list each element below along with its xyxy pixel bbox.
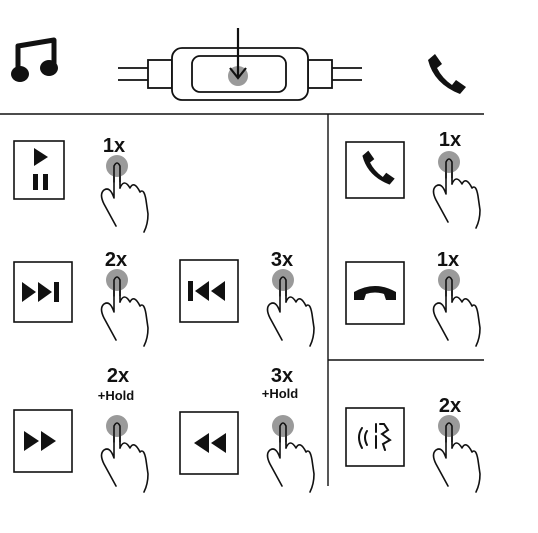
finger-tap-icon: [100, 414, 149, 493]
fast-forward-press-count: 2x: [107, 365, 129, 387]
headset-remote-icon: [118, 28, 362, 101]
finger-tap-icon: [432, 150, 481, 229]
finger-tap-icon: [100, 268, 149, 347]
next-track-press-count: 2x: [105, 249, 127, 271]
voice-assistant-icon: [358, 423, 392, 451]
finger-tap-icon: [266, 268, 315, 347]
fast-forward-hold-label: +Hold: [98, 388, 135, 403]
previous-track-control: 3x: [179, 249, 315, 347]
voice-assistant-control: 2x: [345, 395, 481, 493]
finger-tap-icon: [266, 414, 315, 493]
rewind-hold-label: +Hold: [262, 386, 299, 401]
phone-handset-icon: [428, 54, 466, 94]
play-pause-press-count: 1x: [103, 135, 125, 157]
previous-track-press-count: 3x: [271, 249, 293, 271]
next-track-icon: [22, 282, 59, 302]
fast-forward-icon: [24, 431, 56, 451]
rewind-icon: [194, 433, 226, 453]
fast-forward-control: 2x +Hold: [13, 365, 149, 493]
end-call-icon: [354, 286, 396, 300]
play-pause-control: 1x: [13, 135, 149, 233]
finger-tap-icon: [432, 414, 481, 493]
rewind-press-count: 3x: [271, 365, 293, 387]
previous-track-icon: [188, 281, 225, 301]
end-call-control: 1x: [345, 249, 481, 347]
end-call-press-count: 1x: [437, 249, 459, 271]
finger-tap-icon: [432, 268, 481, 347]
finger-tap-icon: [100, 154, 149, 233]
next-track-control: 2x: [13, 249, 149, 347]
voice-assistant-press-count: 2x: [439, 395, 461, 417]
answer-call-press-count: 1x: [439, 129, 461, 151]
rewind-control: 3x +Hold: [179, 365, 315, 493]
answer-call-control: 1x: [345, 129, 481, 229]
music-note-icon: [11, 37, 58, 82]
play-pause-icon: [33, 148, 48, 190]
